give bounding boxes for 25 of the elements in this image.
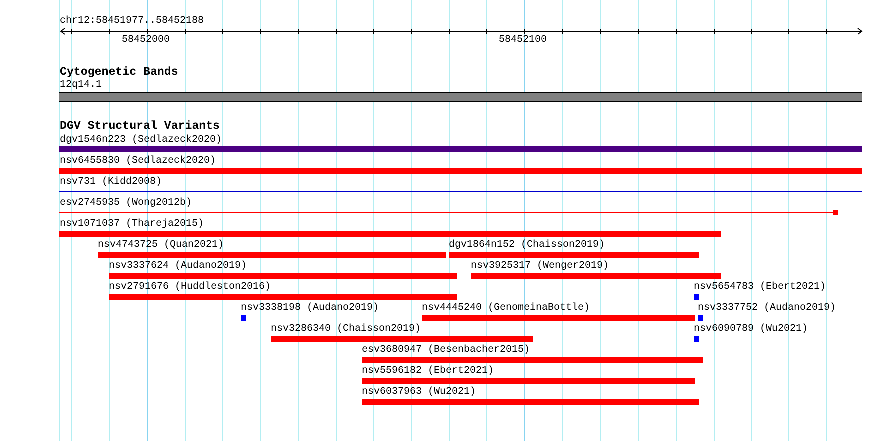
track-heading: DGV Structural Variants: [60, 121, 220, 133]
variant-label: nsv3338198 (Audano2019): [241, 303, 380, 314]
variant-label: nsv2791676 (Huddleston2016): [109, 282, 272, 293]
variant-label: dgv1546n223 (Sedlazeck2020): [60, 135, 222, 146]
position-label: 58452100: [499, 35, 548, 46]
variant-label: nsv3925317 (Wenger2019): [471, 261, 610, 272]
coordinate-range: chr12:58451977..58452188: [60, 16, 204, 27]
variant-label: nsv5654783 (Ebert2021): [694, 282, 826, 293]
variant-label: nsv4445240 (GenomeinaBottle): [422, 303, 590, 314]
variant-label: esv3680947 (Besenbacher2015): [362, 345, 530, 356]
variant-label: nsv6455830 (Sedlazeck2020): [60, 156, 216, 167]
variant-label: nsv4743725 (Quan2021): [98, 240, 224, 251]
variant-label: nsv3337752 (Audano2019): [698, 303, 836, 314]
variant-label: nsv1071037 (Thareja2015): [60, 219, 204, 230]
variant-label: nsv6037963 (Wu2021): [362, 387, 476, 398]
variant-label: esv2745935 (Wong2012b): [60, 198, 192, 209]
track-heading: Cytogenetic Bands: [60, 67, 178, 79]
variant-label: nsv3286340 (Chaisson2019): [271, 324, 422, 335]
variant-label: nsv5596182 (Ebert2021): [362, 366, 494, 377]
band-label: 12q14.1: [60, 80, 102, 91]
variant-label: nsv731 (Kidd2008): [60, 177, 162, 188]
variant-label: nsv3337624 (Audano2019): [109, 261, 248, 272]
variant-label: nsv6090789 (Wu2021): [694, 324, 808, 335]
position-label: 58452000: [122, 35, 170, 46]
variant-label: dgv1864n152 (Chaisson2019): [449, 240, 606, 251]
